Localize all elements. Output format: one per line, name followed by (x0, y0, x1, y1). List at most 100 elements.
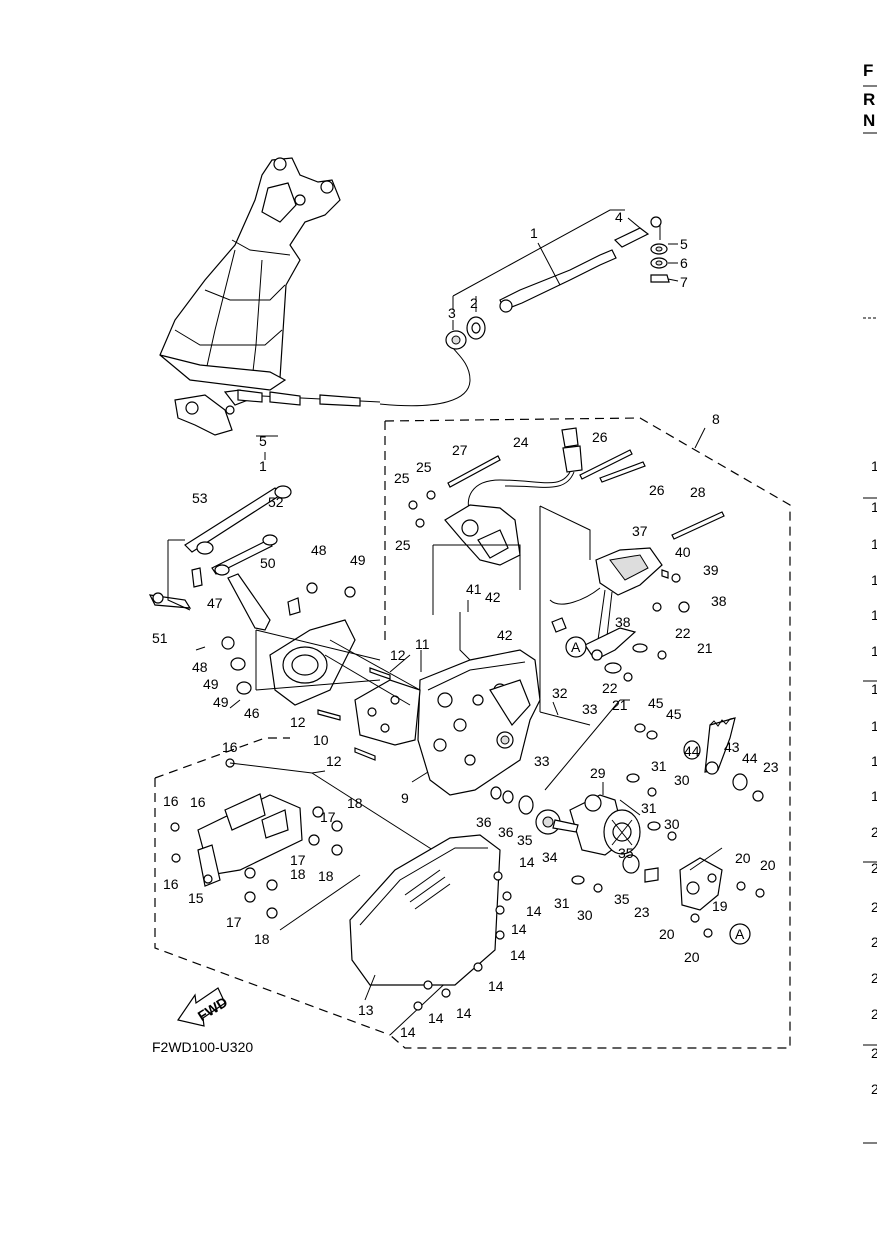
right-edge-header: F R N (863, 61, 877, 319)
callout-46: 46 (244, 705, 260, 721)
forward-arrow-icon: FWD (177, 987, 230, 1027)
callout-39: 39 (703, 562, 719, 578)
callout-14: 14 (526, 903, 542, 919)
sensor-cluster (408, 427, 725, 566)
callout-14: 14 (456, 1005, 472, 1021)
callout-14: 14 (510, 947, 526, 963)
callout-10: 10 (313, 732, 329, 748)
callout-28: 28 (690, 484, 706, 500)
callout-35: 35 (618, 845, 634, 861)
callout-21: 21 (612, 697, 628, 713)
callout-35: 35 (517, 832, 533, 848)
callout-14: 14 (511, 921, 527, 937)
callout-20: 20 (659, 926, 675, 942)
callout-22: 22 (602, 680, 618, 696)
drive-motor-assembly (490, 773, 677, 893)
callout-18: 18 (347, 795, 363, 811)
callout-52: 52 (268, 494, 284, 510)
callout-7: 7 (680, 274, 688, 290)
edge-letter-n: N (863, 111, 875, 130)
callout-3: 3 (448, 305, 456, 321)
callout-27: 27 (452, 442, 468, 458)
diagram-code: F2WD100-U320 (152, 1039, 253, 1055)
callout-6: 6 (680, 255, 688, 271)
callout-14: 14 (488, 978, 504, 994)
edge-number: 2 (871, 1045, 877, 1061)
edge-number: 1 (871, 681, 877, 697)
callout-44: 44 (684, 743, 700, 759)
linkage-assembly (148, 485, 381, 695)
callout-18: 18 (290, 866, 306, 882)
edge-number: 1 (871, 458, 877, 474)
callout-15: 15 (188, 890, 204, 906)
callout-29: 29 (590, 765, 606, 781)
adapter-plate (317, 667, 421, 761)
callout-33: 33 (582, 701, 598, 717)
callout-50: 50 (260, 555, 276, 571)
callout-26: 26 (592, 429, 608, 445)
callout-31: 31 (651, 758, 667, 774)
sector-gear (634, 717, 764, 802)
callout-45: 45 (648, 695, 664, 711)
main-mounting-plate (417, 649, 541, 796)
callout-22: 22 (675, 625, 691, 641)
callout-49: 49 (203, 676, 219, 692)
callout-41: 41 (466, 581, 482, 597)
callout-17: 17 (320, 809, 336, 825)
edge-number: 2 (871, 860, 877, 876)
bracket-assembly (549, 547, 690, 682)
callout-51: 51 (152, 630, 168, 646)
callout-12: 12 (326, 753, 342, 769)
callout-34: 34 (542, 849, 558, 865)
callout-5: 5 (680, 236, 688, 252)
edge-number: 2 (871, 1006, 877, 1022)
callout-14: 14 (428, 1010, 444, 1026)
control-box (170, 758, 343, 919)
callout-23: 23 (634, 904, 650, 920)
callout-36: 36 (476, 814, 492, 830)
callout-30: 30 (664, 816, 680, 832)
lower-bracket (679, 857, 765, 938)
callout-14: 14 (400, 1024, 416, 1040)
callout-44: 44 (742, 750, 758, 766)
edge-number: 1 (871, 643, 877, 659)
callout-18: 18 (318, 868, 334, 884)
callout-26: 26 (649, 482, 665, 498)
steering-column-assembly (159, 157, 341, 436)
callout-48: 48 (192, 659, 208, 675)
callout-16: 16 (163, 876, 179, 892)
assembly-boundary (384, 417, 791, 1049)
callout-14: 14 (519, 854, 535, 870)
edge-letter-r: R (863, 90, 875, 109)
callout-42: 42 (497, 627, 513, 643)
edge-letter-f: F (863, 61, 873, 80)
callout-31: 31 (554, 895, 570, 911)
washer-nut-group (445, 243, 670, 350)
leader-lines (195, 544, 723, 1001)
callout-49: 49 (213, 694, 229, 710)
callout-32: 32 (552, 685, 568, 701)
callout-12: 12 (290, 714, 306, 730)
edge-number: 2 (871, 899, 877, 915)
edge-number: 1 (871, 607, 877, 623)
callout-1: 1 (259, 458, 267, 474)
edge-number: 1 (871, 499, 877, 515)
edge-number: 1 (871, 572, 877, 588)
housing-cover (349, 834, 512, 1011)
callout-30: 30 (674, 772, 690, 788)
callout-25: 25 (394, 470, 410, 486)
callout-20: 20 (760, 857, 776, 873)
marker-a-lower: A (735, 926, 745, 942)
callout-17: 17 (290, 852, 306, 868)
callout-38: 38 (711, 593, 727, 609)
callout-45: 45 (666, 706, 682, 722)
callout-25: 25 (416, 459, 432, 475)
callout-20: 20 (735, 850, 751, 866)
callout-2: 2 (470, 295, 478, 311)
callout-24: 24 (513, 434, 529, 450)
callout-16: 16 (163, 793, 179, 809)
callout-23: 23 (763, 759, 779, 775)
edge-number: 2 (871, 934, 877, 950)
